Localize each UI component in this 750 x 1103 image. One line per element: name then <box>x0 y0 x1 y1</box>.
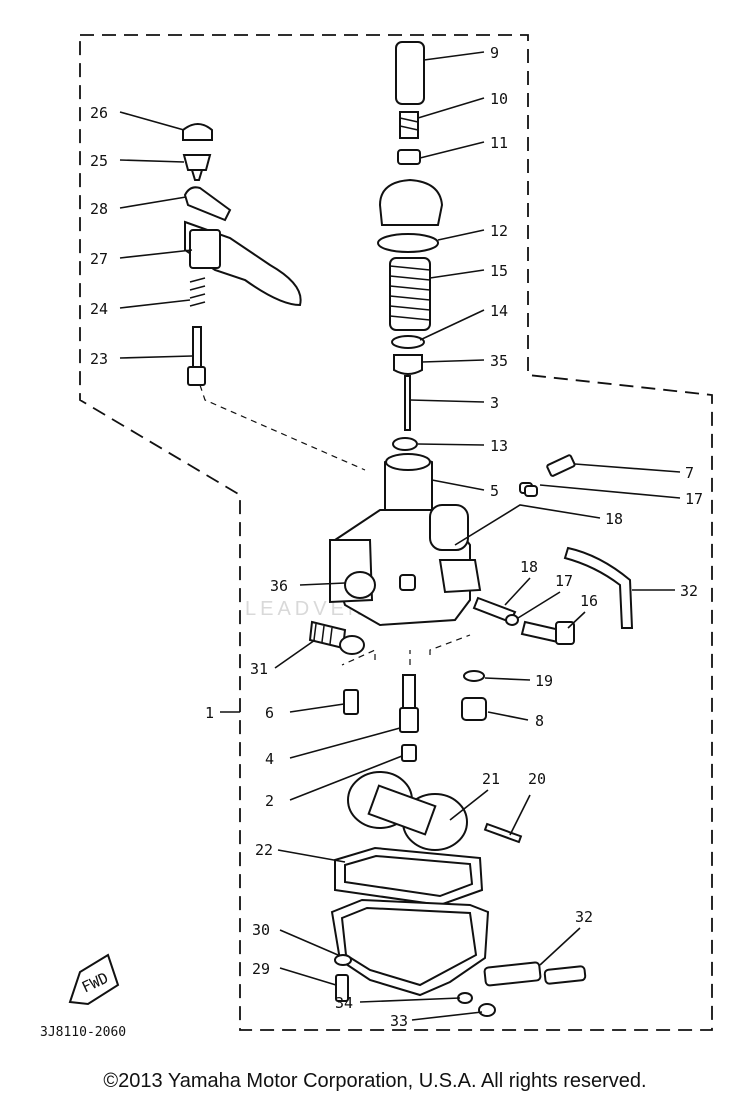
callout-6: 6 <box>265 704 274 722</box>
callout-36: 36 <box>270 577 288 595</box>
callout-7: 7 <box>685 464 694 482</box>
callout-15: 15 <box>490 262 508 280</box>
callout-25: 25 <box>90 152 108 170</box>
callout-16: 16 <box>580 592 598 610</box>
callout-29: 29 <box>252 960 270 978</box>
carburetor-body <box>329 453 482 627</box>
callout-34: 34 <box>335 994 353 1012</box>
callout-22: 22 <box>255 841 273 859</box>
callout-numbers: 9 10 11 12 15 14 35 3 13 5 26 25 28 27 2… <box>90 44 703 1030</box>
callout-12: 12 <box>490 222 508 240</box>
throttle-slide-assembly <box>377 41 444 451</box>
choke-assembly <box>182 123 302 386</box>
callout-19: 19 <box>535 672 553 690</box>
diagram-code: 3J8110-2060 <box>40 1025 126 1040</box>
callout-27: 27 <box>90 250 108 268</box>
callout-26: 26 <box>90 104 108 122</box>
callout-2: 2 <box>265 792 274 810</box>
callout-33: 33 <box>390 1012 408 1030</box>
callout-5: 5 <box>490 482 499 500</box>
callout-13: 13 <box>490 437 508 455</box>
callout-21: 21 <box>482 770 500 788</box>
fwd-arrow-icon: FWD <box>68 953 120 1006</box>
callout-18b: 18 <box>520 558 538 576</box>
callout-32b: 32 <box>575 908 593 926</box>
float-bowl-assembly <box>330 771 587 1017</box>
callout-24: 24 <box>90 300 108 318</box>
callout-17a: 17 <box>685 490 703 508</box>
callout-28: 28 <box>90 200 108 218</box>
callout-20: 20 <box>528 770 546 788</box>
callout-8: 8 <box>535 712 544 730</box>
callout-11: 11 <box>490 134 508 152</box>
copyright-notice: ©2013 Yamaha Motor Corporation, U.S.A. A… <box>103 1070 647 1092</box>
assembly-guide-lines <box>199 384 471 666</box>
callout-30: 30 <box>252 921 270 939</box>
callout-14: 14 <box>490 302 508 320</box>
callout-4: 4 <box>265 750 274 768</box>
callout-17b: 17 <box>555 572 573 590</box>
callout-10: 10 <box>490 90 508 108</box>
leader-lines <box>119 51 681 1021</box>
assembly-boundary <box>79 34 713 1031</box>
callout-23: 23 <box>90 350 108 368</box>
callout-35: 35 <box>490 352 508 370</box>
callout-18a: 18 <box>605 510 623 528</box>
callout-3: 3 <box>490 394 499 412</box>
callout-31: 31 <box>250 660 268 678</box>
callout-32a: 32 <box>680 582 698 600</box>
callout-9: 9 <box>490 44 499 62</box>
callout-1: 1 <box>205 704 214 722</box>
